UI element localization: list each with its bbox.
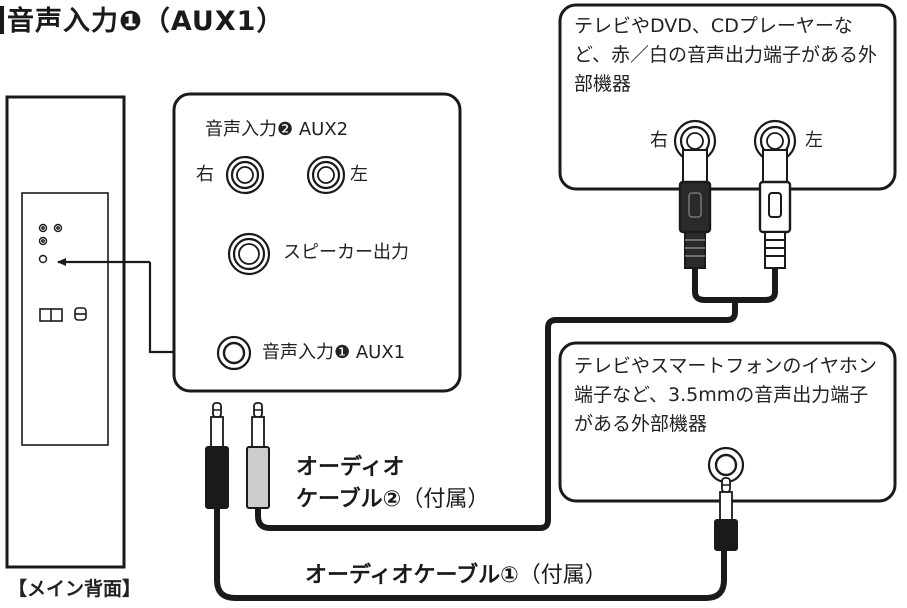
cable2-label: オーディオ ケーブル②（付属）	[296, 452, 489, 516]
audio-cable-2	[246, 149, 792, 531]
speaker-out-label: スピーカー出力	[283, 242, 409, 263]
rear-switch	[39, 307, 87, 322]
rca-plug-white	[758, 149, 792, 269]
title-bar	[0, 6, 4, 34]
audio-cable-1	[205, 402, 738, 601]
cable2-name: ケーブル②	[296, 487, 402, 512]
rear-caption: 【メイン背面】	[8, 578, 142, 600]
aux1-jack	[216, 335, 252, 371]
page-title: 音声入力❶（AUX1）	[0, 4, 284, 39]
rca-plug-red	[678, 149, 712, 269]
cable2-line2: ケーブル②（付属）	[296, 484, 489, 516]
cable1-note: （付属）	[518, 563, 607, 588]
rca-left-label: 左	[805, 130, 823, 151]
cable2-line1: オーディオ	[296, 455, 405, 480]
main-unit-rear	[5, 95, 126, 569]
input-panel	[172, 92, 462, 393]
aux2-label: 音声入力❷ AUX2	[205, 119, 349, 140]
aux2-left-label: 左	[350, 164, 368, 185]
mini-device-description: テレビやスマートフォンのイヤホン端子など、3.5mmの音声出力端子がある外部機器	[574, 355, 877, 435]
aux2-left-jack	[306, 155, 346, 195]
aux1-label: 音声入力❶ AUX1	[262, 342, 406, 363]
aux2-right-jack	[225, 155, 265, 195]
cable1-name: オーディオケーブル①	[305, 563, 519, 588]
cable2-note: （付属）	[401, 487, 490, 512]
rca-right-label: 右	[650, 130, 668, 151]
speaker-out-jack	[227, 232, 271, 276]
mini-plug-black-device	[714, 477, 738, 551]
mini-plug-black-panel	[205, 402, 229, 509]
aux2-right-label: 右	[196, 164, 214, 185]
rear-jack-cluster	[38, 223, 63, 264]
mini-plug-grey	[246, 402, 270, 509]
rca-device-description: テレビやDVD、CDプレーヤーなど、赤／白の音声出力端子がある外部機器	[574, 15, 878, 95]
rca-device-box	[558, 3, 897, 191]
cable1-label: オーディオケーブル①（付属）	[305, 560, 607, 592]
